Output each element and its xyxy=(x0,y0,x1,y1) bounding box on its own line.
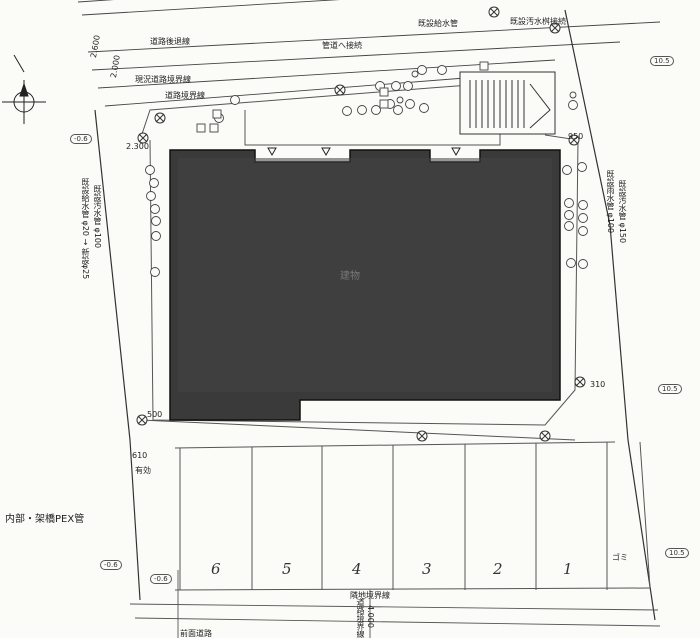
building-mass xyxy=(169,149,561,421)
parking-extra-label: ゴミ xyxy=(612,553,628,562)
building-label: 建物 xyxy=(340,271,360,282)
note-road-top-1: 道路後退線 xyxy=(150,37,190,46)
dim-left-bottom: 500 xyxy=(147,410,163,419)
note-left-vertical-1: 既設給水管 φ20 → 新設φ25 xyxy=(81,178,90,280)
parking-number: 1 xyxy=(563,560,573,578)
level-tag: 10.5 xyxy=(658,384,682,394)
stair-block xyxy=(459,71,556,135)
dim-left: 2.300 xyxy=(126,142,149,151)
note-connect: 管道へ接続 xyxy=(322,41,362,50)
level-tag: 10.5 xyxy=(665,548,689,558)
note-bottom-vertical-2: 4.000 xyxy=(366,605,375,628)
note-water-main: 既設給水管 xyxy=(418,19,458,28)
parking-bays xyxy=(174,441,651,591)
level-tag: -0.6 xyxy=(150,574,172,584)
note-right-vertical-1: 既設雨水管 φ100 xyxy=(606,170,615,234)
parking-number: 5 xyxy=(282,560,292,578)
level-tag: 10.5 xyxy=(650,56,674,66)
level-tag: -0.6 xyxy=(100,560,122,570)
parking-number: 6 xyxy=(211,560,221,578)
dim-right-top: 950 xyxy=(568,132,584,141)
parking-number: 2 xyxy=(493,560,503,578)
note-road-top-3: 道路境界線 xyxy=(165,91,205,100)
level-tag: -0.6 xyxy=(70,134,92,144)
note-public-water: 既設汚水桝接続 xyxy=(510,17,566,26)
note-road-top-2: 現況道路境界線 xyxy=(135,75,191,84)
valve-symbols xyxy=(136,6,586,442)
note-bottom-road: 前面道路 xyxy=(180,629,212,638)
legend-label: 内部・架橋PEX管 xyxy=(5,514,85,525)
meter-boxes xyxy=(196,61,489,133)
road-boundary-lines xyxy=(77,0,661,107)
boundary-label: 隣地境界線 xyxy=(350,591,390,600)
dim-right-bottom: 310 xyxy=(590,380,606,389)
effective-label: 有効 xyxy=(135,466,151,475)
note-bottom-vertical-1: 道路境界線 xyxy=(356,598,365,638)
compass-rose xyxy=(2,54,46,124)
note-right-vertical-2: 既設汚水管 φ150 xyxy=(618,180,627,244)
building-notches xyxy=(267,147,461,157)
property-boundary xyxy=(94,9,656,621)
parking-number: 3 xyxy=(422,560,432,578)
dim-left-bottom-2: 610 xyxy=(132,451,148,460)
note-left-vertical-2: 既設汚水管 φ100 xyxy=(93,185,102,249)
bottom-road-lines xyxy=(129,570,661,638)
parking-number: 4 xyxy=(352,560,362,578)
